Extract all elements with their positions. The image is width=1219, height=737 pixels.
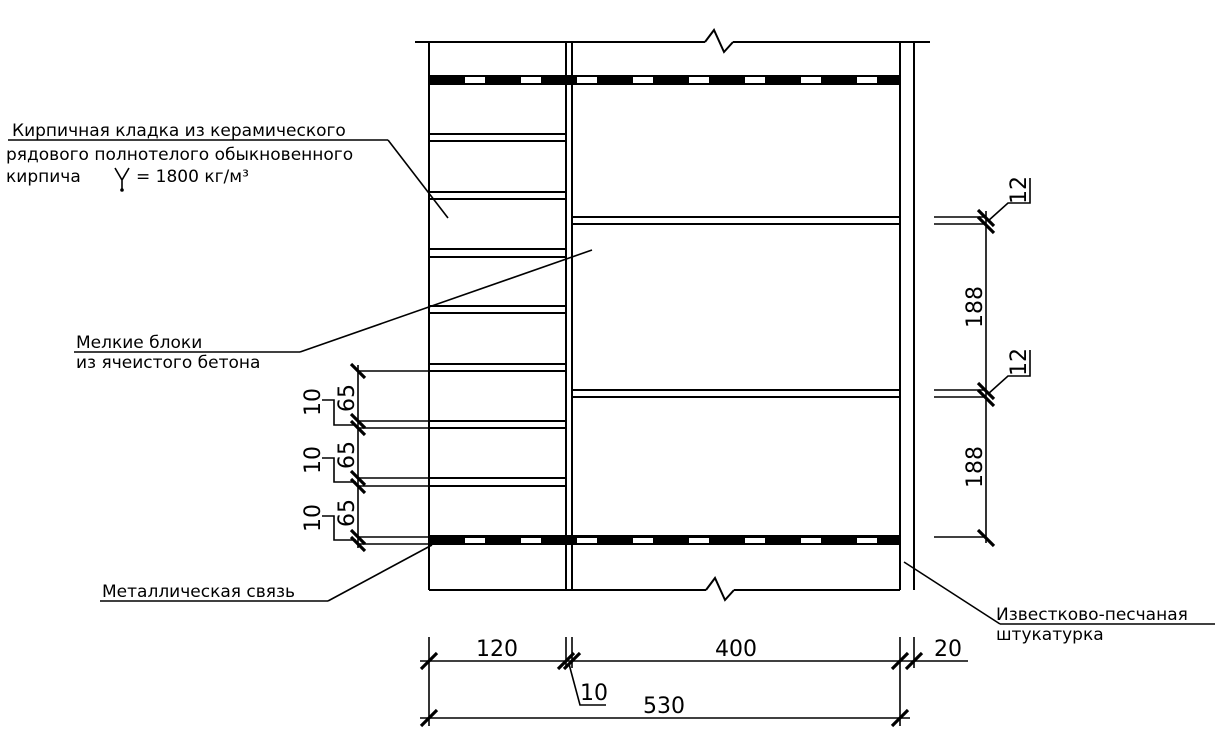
- dim-joint-1: 10: [301, 388, 326, 416]
- dim-total-width: 530: [643, 694, 685, 719]
- dim-joint-2: 10: [301, 446, 326, 474]
- dim-plaster-width: 20: [934, 637, 962, 662]
- wall-outline: [415, 28, 930, 602]
- dim-block-height-2: 188: [963, 446, 988, 488]
- brick-course: [428, 198, 567, 250]
- brick-course: [428, 312, 567, 365]
- horizontal-dimensions: 120 400 20 10 530: [419, 637, 968, 728]
- brick-dimension-chain: 65 65 65 10 10 10: [301, 362, 429, 553]
- metal-tie-top: [429, 75, 900, 85]
- brick-density: = 1800 кг/м³: [136, 167, 249, 187]
- dim-joint-3: 10: [301, 504, 326, 532]
- blocks-label-line2: из ячеистого бетона: [76, 353, 260, 373]
- dim-block-width: 400: [715, 637, 757, 662]
- dim-block-height-1: 188: [963, 286, 988, 328]
- dim-brick-width: 120: [476, 637, 518, 662]
- tie-label: Металлическая связь: [102, 582, 295, 602]
- dim-brick-row-2: 65: [335, 441, 360, 469]
- brick-label-line2: рядового полнотелого обыкновенного: [6, 145, 353, 165]
- brick-course: [428, 370, 567, 422]
- brick-label-line3: кирпича: [6, 167, 81, 187]
- dim-gap-width: 10: [580, 681, 608, 706]
- tie-callout: Металлическая связь: [100, 544, 433, 602]
- brick-callout: Кирпичная кладка из керамического рядово…: [6, 121, 449, 219]
- block-dimension-chain: 12 12 188 188: [934, 176, 1032, 548]
- aerated-block: [571, 223, 901, 391]
- gamma-symbol: [114, 167, 130, 190]
- plaster-callout: Известково-песчаная штукатурка: [903, 561, 1215, 645]
- plaster-label-line1: Известково-песчаная: [996, 605, 1188, 625]
- aerated-blocks: [571, 83, 901, 538]
- brick-course: [428, 485, 567, 538]
- dim-block-joint-1: 12: [1007, 176, 1032, 204]
- brick-course: [428, 140, 567, 193]
- brick-course: [428, 83, 567, 135]
- metal-tie-bottom: [429, 535, 900, 545]
- brick-label-line1: Кирпичная кладка из керамического: [12, 121, 346, 141]
- blocks-label-line1: Мелкие блоки: [76, 333, 202, 353]
- dim-brick-row-1: 65: [335, 384, 360, 412]
- dim-brick-row-3: 65: [335, 499, 360, 527]
- aerated-block: [571, 83, 901, 218]
- plaster-label-line2: штукатурка: [996, 625, 1104, 645]
- blocks-callout: Мелкие блоки из ячеистого бетона: [74, 249, 593, 373]
- brick-course: [428, 256, 567, 307]
- aerated-block: [571, 396, 901, 538]
- brick-courses: [428, 83, 567, 538]
- brick-course: [428, 427, 567, 479]
- dim-block-joint-2: 12: [1007, 348, 1032, 376]
